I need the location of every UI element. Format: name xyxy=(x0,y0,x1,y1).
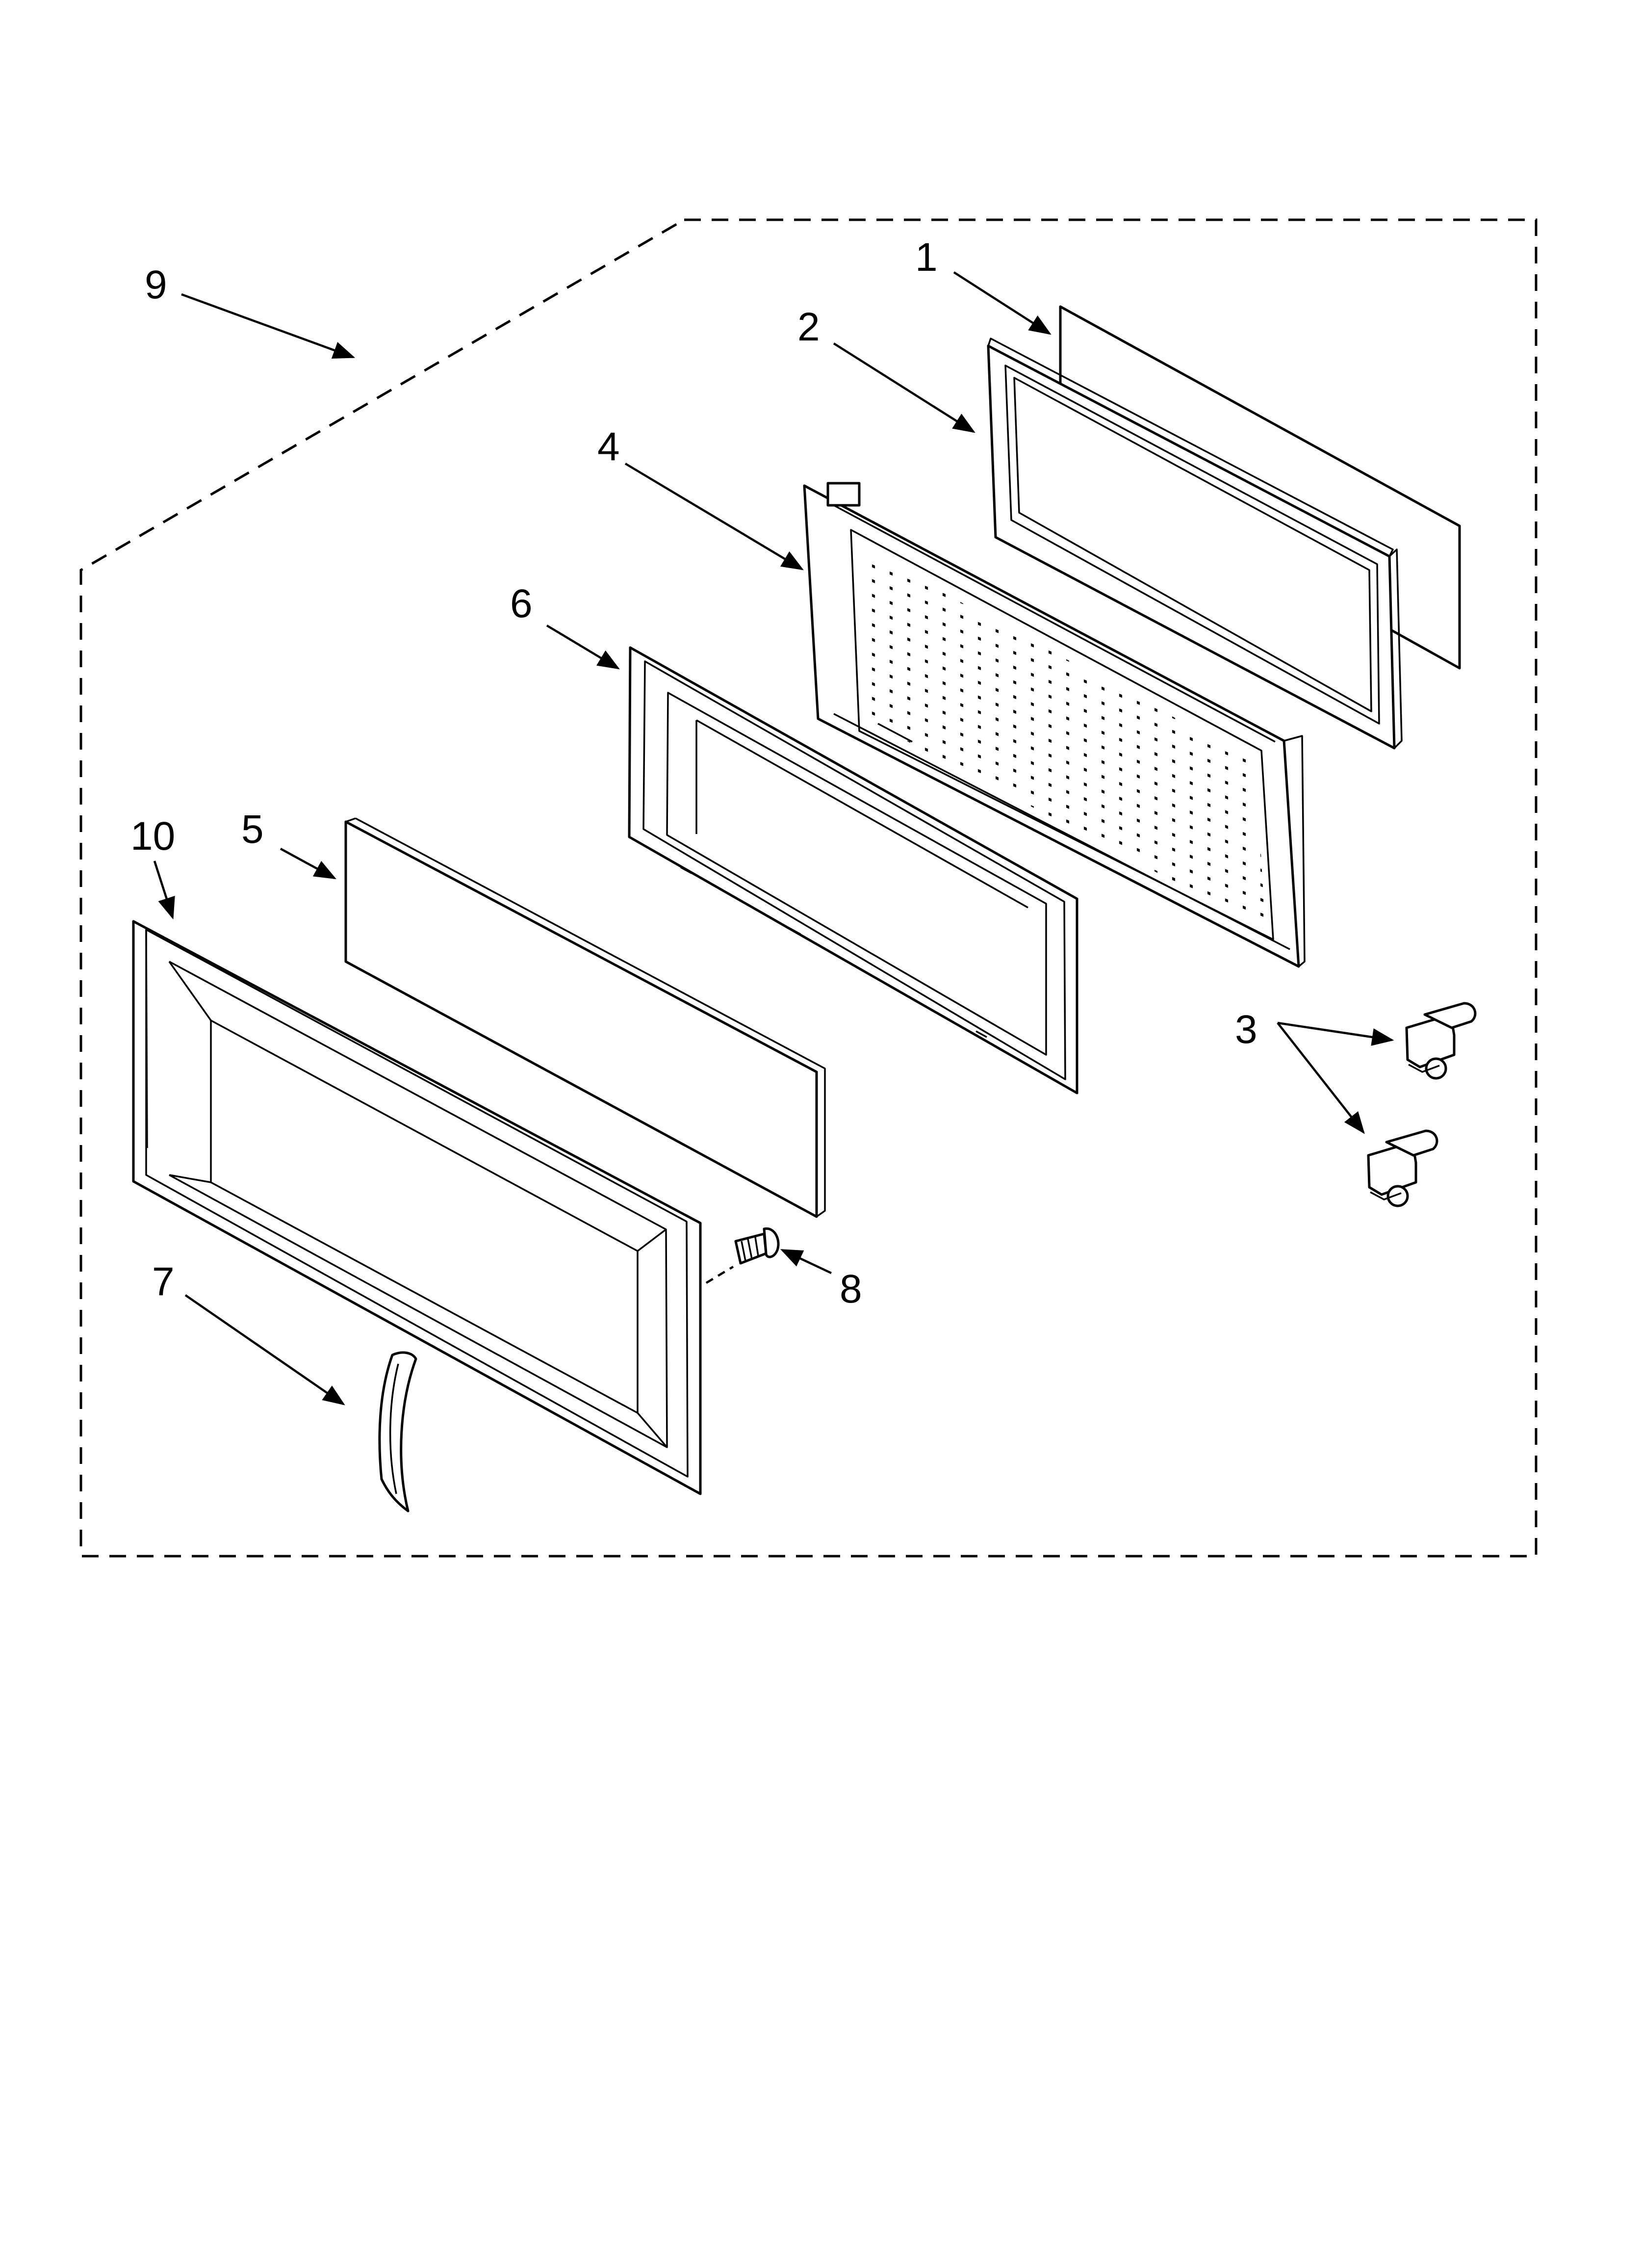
leader-8 xyxy=(780,1249,832,1275)
part-4-inner-door-panel xyxy=(803,482,1306,968)
part-8-screw xyxy=(734,1227,780,1265)
callout-2: 2 xyxy=(797,305,820,349)
callout-8: 8 xyxy=(840,1267,862,1311)
assembly-boundary xyxy=(79,218,1538,1558)
callout-9: 9 xyxy=(145,262,167,307)
callout-3: 3 xyxy=(1235,1007,1257,1052)
callout-7: 7 xyxy=(152,1259,175,1304)
part-3-latch-upper xyxy=(1405,1002,1477,1080)
part-10-outer-door-frame xyxy=(132,920,702,1495)
leader-2 xyxy=(833,342,975,433)
callout-10: 10 xyxy=(130,814,175,859)
part-6-door-frame xyxy=(628,646,1078,1095)
leader-5 xyxy=(280,848,336,880)
part-3-latch-lower xyxy=(1367,1129,1438,1207)
leader-1 xyxy=(953,271,1052,335)
callout-4: 4 xyxy=(597,424,620,469)
callout-5: 5 xyxy=(241,807,264,852)
leader-3b xyxy=(1277,1022,1365,1134)
callout-1: 1 xyxy=(915,235,938,280)
leader-lines xyxy=(153,271,1394,1406)
part-5-window-panel xyxy=(344,817,826,1218)
leader-4 xyxy=(624,463,804,571)
leader-3a xyxy=(1277,1021,1394,1046)
part-7-door-handle xyxy=(378,1351,417,1512)
callout-6: 6 xyxy=(510,581,533,626)
leader-8-dash xyxy=(705,1266,734,1284)
leader-10 xyxy=(153,860,175,920)
leader-9 xyxy=(181,293,356,359)
part-2-gasket-frame xyxy=(987,338,1403,750)
leader-6 xyxy=(546,625,620,670)
leader-7 xyxy=(184,1294,345,1406)
